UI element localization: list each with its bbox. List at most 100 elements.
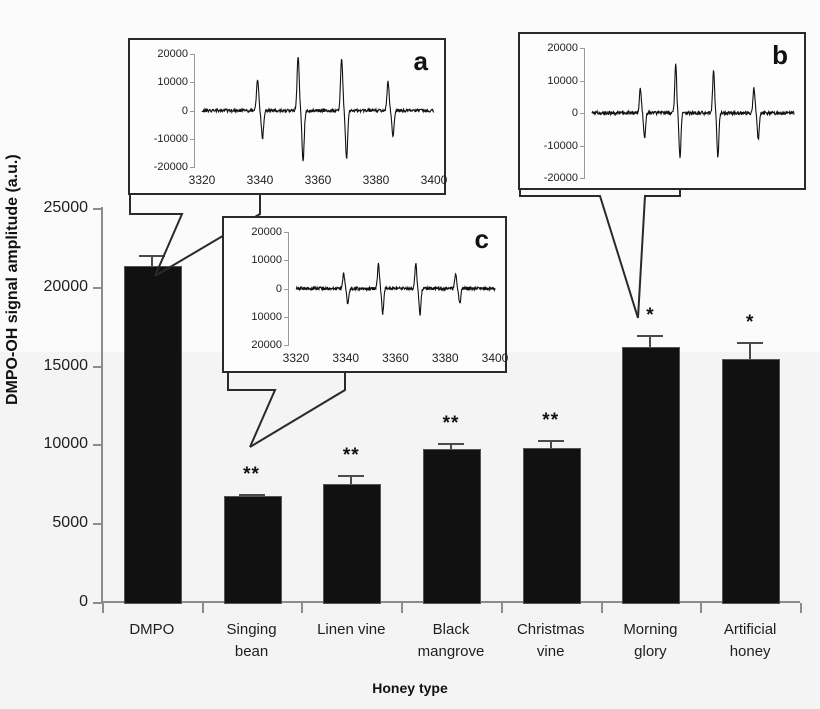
- x-tick-label-line: Linen vine: [317, 621, 386, 638]
- inset-x-tick-label: 3400: [420, 173, 448, 187]
- x-tick: [500, 603, 503, 613]
- inset-y-tick-label: -10000: [543, 139, 578, 152]
- inset-y-tick-label: 0: [571, 107, 578, 119]
- inset-y-tick-label: 10000: [157, 76, 188, 89]
- inset-x-tick-label: 3340: [246, 173, 274, 187]
- error-bar-stem: [649, 334, 652, 347]
- x-tick-label: Artificial honey: [700, 619, 800, 663]
- x-tick-label: Morning glory: [601, 619, 701, 663]
- inset-panel-letter-b: b: [772, 40, 788, 70]
- inset-y-tick-label: 10000: [251, 254, 282, 267]
- error-bar-cap: [238, 493, 265, 496]
- bar: [323, 484, 382, 604]
- y-tick-label: 20000: [43, 277, 89, 295]
- x-tick: [301, 603, 304, 613]
- y-tick-label: 10000: [43, 435, 89, 453]
- y-tick: [93, 208, 102, 210]
- y-tick: [93, 286, 102, 289]
- inset-y-tick: [580, 145, 585, 147]
- inset-y-tick: [284, 232, 289, 233]
- x-tick-label-line: honey: [729, 642, 771, 660]
- error-bar-stem: [749, 341, 752, 360]
- error-bar-cap: [438, 442, 464, 445]
- inset-spectrum-trace: [201, 57, 435, 162]
- inset-y-tick: [284, 260, 289, 262]
- error-bar-cap: [138, 255, 165, 258]
- y-tick-label: 0: [79, 593, 88, 610]
- inset-y-tick-label: 20000: [157, 48, 188, 60]
- bar: [423, 449, 481, 604]
- error-bar-stem: [450, 442, 452, 450]
- x-tick-label-line: Artificial: [723, 621, 777, 638]
- significance-marker: **: [243, 463, 260, 485]
- x-tick-label-line: Black: [432, 621, 470, 638]
- bar: [722, 359, 781, 604]
- x-tick-label: DMPO: [102, 619, 202, 641]
- inset-spectrum-trace: [591, 63, 795, 159]
- inset-y-tick: [284, 316, 289, 318]
- bar: [123, 265, 182, 604]
- inset-y-tick-label: 20000: [251, 339, 282, 351]
- y-tick-label: 5000: [52, 514, 88, 532]
- x-tick-label-line: DMPO: [129, 621, 175, 638]
- error-bar-stem: [350, 474, 353, 485]
- y-tick: [93, 602, 102, 604]
- x-tick-label-line: Singing: [226, 621, 277, 638]
- error-bar-cap: [737, 341, 764, 344]
- x-tick-label-line: Christmas: [516, 621, 585, 638]
- inset-y-tick: [190, 110, 195, 112]
- y-tick-label: 15000: [43, 356, 89, 374]
- y-tick: [93, 523, 102, 526]
- x-tick: [201, 603, 204, 613]
- x-tick-label-line: vine: [536, 642, 565, 660]
- inset-y-tick-label: 20000: [251, 226, 282, 238]
- x-tick-label: Christmas vine: [501, 619, 601, 663]
- inset-y-tick: [190, 54, 195, 55]
- inset-y-tick-label: -10000: [153, 132, 188, 145]
- error-bar-stem: [549, 439, 552, 448]
- y-tick: [93, 365, 102, 368]
- inset-y-tick-label: 0: [275, 282, 282, 295]
- inset-y-tick-label: 10000: [547, 74, 578, 87]
- inset-spectrum-trace: [295, 262, 496, 316]
- inset-y-tick: [190, 167, 195, 168]
- inset-panel-letter-a: a: [413, 46, 428, 76]
- significance-marker: **: [342, 444, 360, 466]
- inset-y-tick-label: 20000: [547, 42, 578, 54]
- inset-x-tick-label: 3380: [431, 351, 459, 365]
- x-tick-label-line: Morning: [623, 621, 678, 638]
- y-tick: [93, 444, 102, 447]
- error-bar-cap: [338, 474, 365, 477]
- inset-y-tick: [580, 178, 585, 179]
- significance-marker: *: [646, 304, 655, 326]
- inset-x-tick-label: 3380: [362, 173, 390, 187]
- x-tick-label: Singing bean: [202, 619, 302, 663]
- inset-x-tick-label: 3320: [282, 351, 310, 365]
- significance-marker: **: [542, 409, 560, 431]
- error-bar-cap: [637, 334, 664, 337]
- y-axis-line: [101, 207, 103, 603]
- significance-marker: **: [442, 412, 460, 434]
- bar: [223, 496, 282, 604]
- x-tick: [700, 603, 703, 613]
- x-tick: [600, 603, 603, 613]
- bar: [522, 447, 581, 604]
- inset-y-tick: [284, 288, 289, 290]
- x-tick-label-line: bean: [234, 642, 269, 660]
- y-tick-label: 25000: [43, 199, 89, 216]
- inset-y-tick: [580, 48, 585, 49]
- inset-y-tick: [284, 345, 289, 346]
- x-tick-label-line: glory: [634, 642, 667, 660]
- inset-x-tick-label: 3360: [304, 173, 332, 187]
- inset-y-tick: [190, 82, 195, 84]
- inset-x-tick-label: 3360: [382, 351, 409, 365]
- bar: [622, 346, 681, 604]
- inset-x-tick-label: 3400: [481, 351, 509, 365]
- inset-y-tick-label: -20000: [153, 161, 188, 173]
